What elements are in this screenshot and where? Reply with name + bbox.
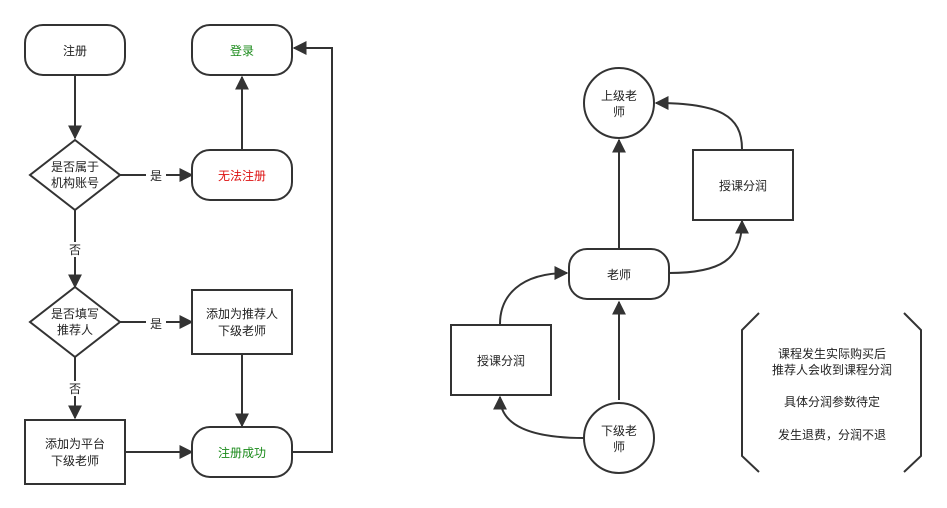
- node-cannot-register: 无法注册: [191, 149, 293, 201]
- node-lower-line1: 下级老: [601, 424, 637, 438]
- edge-label-yes: 是: [150, 317, 162, 331]
- node-upper-line2: 师: [613, 105, 625, 119]
- label-bg: [146, 316, 166, 331]
- decision-shape: [28, 138, 122, 212]
- node-share-top-label: 授课分润: [719, 178, 767, 193]
- node-add-referrer: 添加为推荐人 下级老师: [191, 289, 293, 355]
- node-login: 登录: [191, 24, 293, 76]
- node-share-top: 授课分润: [692, 149, 794, 221]
- node-register: 注册: [24, 24, 126, 76]
- node-cannot-register-label: 无法注册: [218, 168, 266, 183]
- edge-lower-to-share-bottom: [493, 395, 585, 439]
- node-add-referrer-line2: 下级老师: [218, 324, 266, 338]
- node-upper-teacher: 上级老 师: [583, 67, 655, 139]
- node-register-success-label: 注册成功: [218, 445, 266, 460]
- node-q-referrer-line1: 是否填写: [51, 307, 99, 321]
- terminator-shape: [191, 149, 293, 201]
- node-q-referrer: 是否填写 推荐人: [28, 285, 122, 359]
- node-lower-teacher: 下级老 师: [583, 402, 655, 474]
- edge-label-no: 否: [69, 243, 81, 257]
- process-shape: [24, 419, 126, 485]
- node-share-bottom: 授课分润: [450, 324, 552, 396]
- label-bg: [146, 168, 166, 183]
- label-bg: [65, 242, 85, 257]
- edge-share-bottom-to-teacher: [499, 266, 569, 325]
- node-register-label: 注册: [63, 43, 87, 58]
- node-lower-line2: 师: [613, 440, 625, 454]
- node-add-platform-line1: 添加为平台: [45, 436, 105, 451]
- node-register-success: 注册成功: [191, 426, 293, 478]
- node-teacher: 老师: [568, 248, 670, 300]
- note-line-4: 发生退费，分润不退: [778, 427, 886, 442]
- process-shape: [692, 149, 794, 221]
- circle-shape: [583, 402, 655, 474]
- node-teacher-label: 老师: [607, 268, 631, 282]
- note-line-2: 推荐人会收到课程分润: [772, 362, 892, 377]
- decision-shape: [28, 285, 122, 359]
- hierarchy-edges: [493, 96, 749, 439]
- node-q-org: 是否属于 机构账号: [28, 138, 122, 212]
- note-line-1: 课程发生实际购买后: [778, 346, 886, 361]
- node-login-label: 登录: [230, 43, 254, 58]
- node-add-referrer-line1: 添加为推荐人: [206, 307, 278, 321]
- note-bracket-right: [903, 312, 922, 473]
- process-shape: [450, 324, 552, 396]
- flow-edges: [68, 41, 333, 459]
- edge-success-to-login: [292, 41, 333, 453]
- terminator-shape: [191, 24, 293, 76]
- node-q-org-line1: 是否属于: [51, 160, 99, 174]
- edge-label-yes: 是: [150, 169, 162, 183]
- edge-teacher-to-share-top: [668, 219, 749, 274]
- node-q-referrer-line2: 推荐人: [57, 323, 93, 337]
- flow-edge-labels: 是 否 是 否: [65, 168, 166, 396]
- edge-label-no: 否: [69, 382, 81, 396]
- node-q-org-line2: 机构账号: [51, 175, 99, 190]
- label-bg: [65, 381, 85, 396]
- terminator-shape: [191, 426, 293, 478]
- note-line-3: 具体分润参数待定: [784, 394, 880, 409]
- node-share-bottom-label: 授课分润: [477, 353, 525, 368]
- node-upper-line1: 上级老: [601, 89, 637, 103]
- edge-share-top-to-upper: [654, 96, 743, 150]
- node-add-platform: 添加为平台 下级老师: [24, 419, 126, 485]
- note-bracket-left: [741, 312, 760, 473]
- node-add-platform-line2: 下级老师: [51, 454, 99, 468]
- process-shape: [191, 289, 293, 355]
- terminator-shape: [568, 248, 670, 300]
- terminator-shape: [24, 24, 126, 76]
- circle-shape: [583, 67, 655, 139]
- note-annotation: 课程发生实际购买后 推荐人会收到课程分润 具体分润参数待定 发生退费，分润不退: [741, 312, 922, 473]
